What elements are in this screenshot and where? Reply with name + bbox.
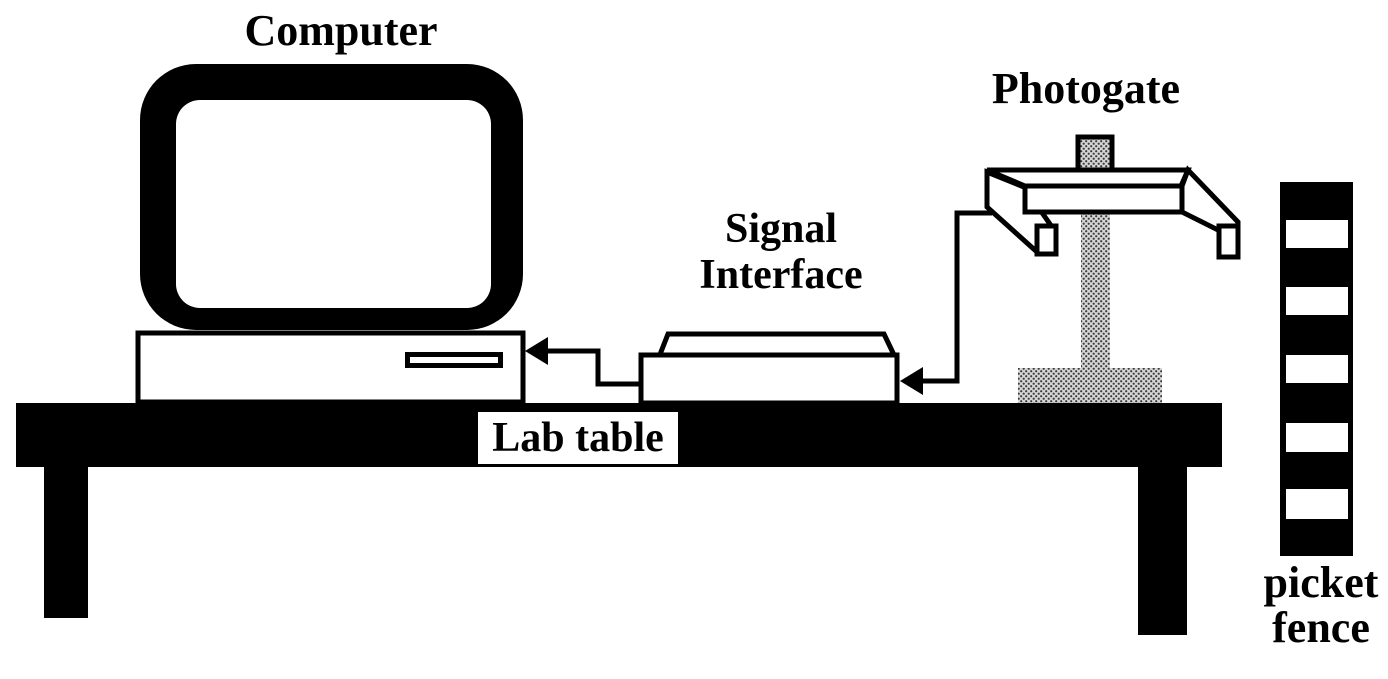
photogate	[984, 134, 1241, 403]
photogate-crossbar-front	[1022, 183, 1185, 215]
monitor-screen	[176, 100, 491, 308]
picket-fence-slot	[1286, 355, 1348, 383]
picket-fence-label: picket fence	[1264, 560, 1379, 650]
left-arrowhead-icon	[900, 367, 923, 395]
picket-fence	[1280, 182, 1353, 556]
stand-knob	[1075, 134, 1115, 173]
signal-interface-body	[638, 352, 900, 406]
disk-drive-slot-opening	[410, 357, 498, 363]
signal-interface-label-line2: Interface	[699, 252, 863, 298]
signal-interface-label-line1: Signal	[724, 206, 838, 252]
signal-interface-label: Signal Interface	[699, 206, 862, 298]
left-arrowhead-icon	[525, 337, 548, 365]
computer	[135, 64, 526, 405]
picket-fence-slot	[1286, 287, 1348, 315]
picket-fence-slot	[1286, 489, 1348, 519]
stand-base	[1018, 368, 1162, 403]
computer-label: Computer	[244, 6, 438, 55]
lab-table-label: Lab table	[492, 415, 664, 461]
picket-fence-label-line2: fence	[1272, 603, 1370, 652]
photogate-sensor-tip-right	[1216, 223, 1241, 260]
table-leg-right	[1138, 467, 1187, 635]
table-leg-left	[44, 467, 88, 618]
picket-fence-label-line1: picket	[1263, 558, 1379, 607]
picket-fence-slot	[1286, 423, 1348, 452]
cable-photogate-to-interface	[900, 210, 992, 395]
photogate-label: Photogate	[991, 64, 1181, 113]
picket-fence-slot	[1286, 220, 1348, 248]
lab-table-label-box: Lab table	[478, 412, 678, 464]
photogate-sensor-tip-left	[1034, 223, 1059, 257]
signal-interface	[638, 331, 900, 406]
cable-line	[548, 348, 641, 387]
cable-line	[923, 210, 992, 384]
cable-interface-to-computer	[525, 337, 641, 387]
